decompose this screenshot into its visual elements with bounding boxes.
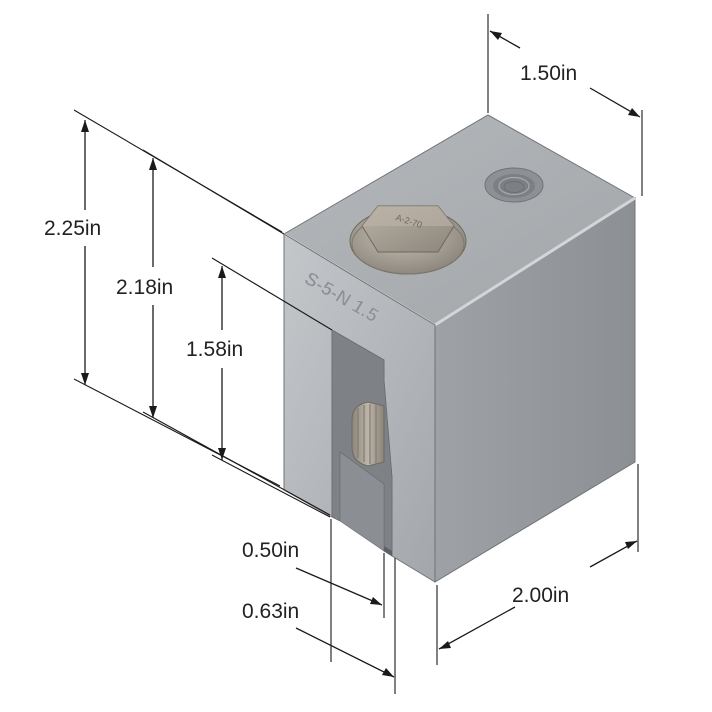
set-screw — [351, 401, 385, 467]
threaded-hole — [484, 167, 544, 203]
dimension-labels: 1.50in 2.25in 2.18in 1.58in 0.50in 0.63i… — [44, 62, 577, 623]
dim-label-depth-bottom: 2.00in — [512, 584, 569, 607]
dim-label-jaw-width: 0.63in — [242, 600, 299, 623]
dim-label-slot-width: 0.50in — [242, 539, 299, 562]
dim-label-height-slot: 1.58in — [186, 338, 243, 361]
clamp-body: S-5-N 1.5 A-2-70 — [283, 114, 636, 583]
dimension-lines — [73, 14, 643, 694]
hex-bolt: A-2-70 — [349, 205, 467, 275]
dim-label-width-top: 1.50in — [520, 62, 577, 85]
dim-label-height-mid: 2.18in — [116, 276, 173, 299]
dim-label-height-overall: 2.25in — [44, 217, 101, 240]
